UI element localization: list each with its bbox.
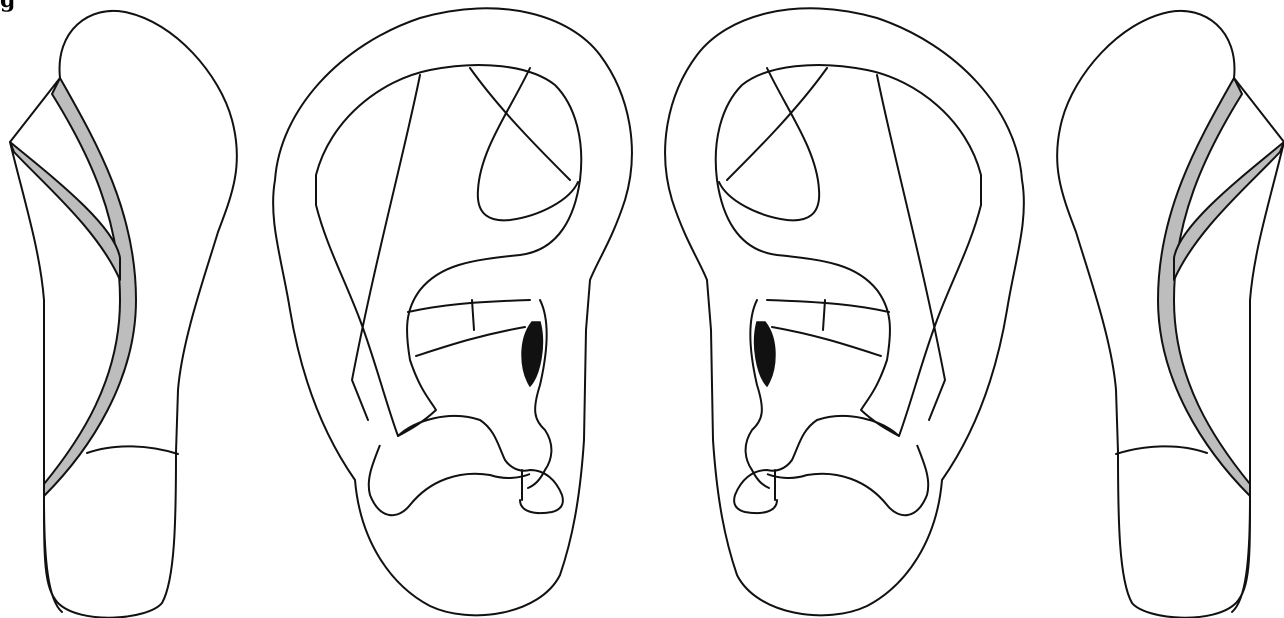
- right-front-concha-divider: [823, 300, 825, 330]
- right-front-concha-line-2: [772, 327, 881, 356]
- left-front-concha-line-1: [408, 300, 530, 312]
- left-front-concha-line-2: [416, 327, 525, 356]
- left-front-ear-canal: [522, 322, 542, 386]
- right-front-ear-canal: [755, 322, 775, 386]
- left-front-concha-divider: [472, 300, 474, 330]
- right-front-ear: [665, 8, 1024, 615]
- left-front-lobe-shape: [369, 445, 530, 515]
- left-front-antihelix-crus-1: [352, 75, 420, 420]
- left-profile-lobe-curve: [44, 500, 62, 612]
- right-front-antihelix-crus-1: [877, 75, 945, 420]
- left-front-helix-outer: [273, 8, 632, 615]
- left-profile-ear: [10, 11, 237, 618]
- right-front-concha-line-1: [767, 300, 889, 312]
- right-profile-ear: [1057, 11, 1284, 618]
- left-profile-grey-band: [44, 78, 136, 496]
- left-front-triangular-fossa: [478, 68, 578, 220]
- left-profile-lobe-line: [87, 446, 178, 454]
- right-front-triangular-fossa: [719, 68, 819, 220]
- right-profile-lobe-line: [1116, 446, 1207, 454]
- right-front-helix-outer: [665, 8, 1024, 615]
- right-profile-grey-band: [1158, 78, 1250, 496]
- left-front-ear: [273, 8, 632, 615]
- right-front-lobe-shape: [767, 445, 928, 515]
- right-profile-lobe-curve: [1232, 500, 1250, 612]
